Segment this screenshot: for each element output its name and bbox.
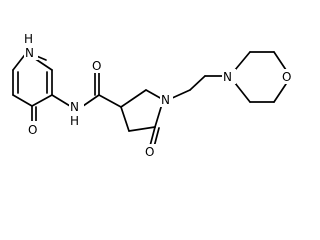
bond-ring-c5-c4 <box>128 126 156 132</box>
pyridone-o-label: O <box>28 123 37 137</box>
bond-morph-o-c5 <box>273 83 287 103</box>
bond-morph-c6-n <box>234 82 251 103</box>
bond-morph-c3-o <box>273 51 287 71</box>
bond-ch2-ch2 <box>189 75 206 91</box>
bond-ring-c3-c2 <box>120 89 147 108</box>
label-bg-pyrrolidine-n <box>160 92 173 107</box>
morpholine-n-label: N <box>223 70 232 84</box>
pyridone-n-label: N <box>25 46 34 60</box>
label-bg-ring-nh <box>24 31 38 46</box>
bond-c4-c5 <box>31 94 53 107</box>
label-bg-amide-n <box>69 98 84 113</box>
amide-h-label: H <box>70 114 79 128</box>
bond-morph-n-c2 <box>234 51 251 71</box>
morpholine-o-label: O <box>282 70 291 84</box>
bond-c5-n-amide <box>51 94 71 107</box>
bond-ring-c2-n1 <box>145 89 163 100</box>
label-bg-pyridone-o <box>27 121 40 136</box>
label-bg-amide-h <box>69 113 84 128</box>
label-bg-morpholine-o <box>281 69 295 84</box>
bond-c3-c4 <box>12 94 33 107</box>
label-bg-ring-n <box>24 45 38 60</box>
bond-n-amide-c <box>82 94 100 107</box>
bond-ring-n-ch2 <box>169 89 191 100</box>
bond-lactam-c-o-double <box>153 127 160 148</box>
bond-lactam-c-o <box>149 126 156 147</box>
pyridone-h-label: H <box>24 32 33 46</box>
bond-amide-c-ring-c3 <box>98 94 122 108</box>
bond-ring-c4-c3 <box>120 106 130 132</box>
lactam-o-label: O <box>145 145 154 159</box>
label-bg-lactam-o <box>144 144 157 159</box>
pyrrolidine-n-label: N <box>161 93 170 107</box>
amide-n-label: N <box>70 100 79 114</box>
label-bg-amide-o <box>91 58 104 73</box>
molecule-structure-diagram: H N O N H O N O N O <box>12 31 295 159</box>
bond-ring-n1-c5 <box>154 103 163 128</box>
label-bg-morpholine-n <box>222 69 236 84</box>
amide-o-label: O <box>92 59 101 73</box>
